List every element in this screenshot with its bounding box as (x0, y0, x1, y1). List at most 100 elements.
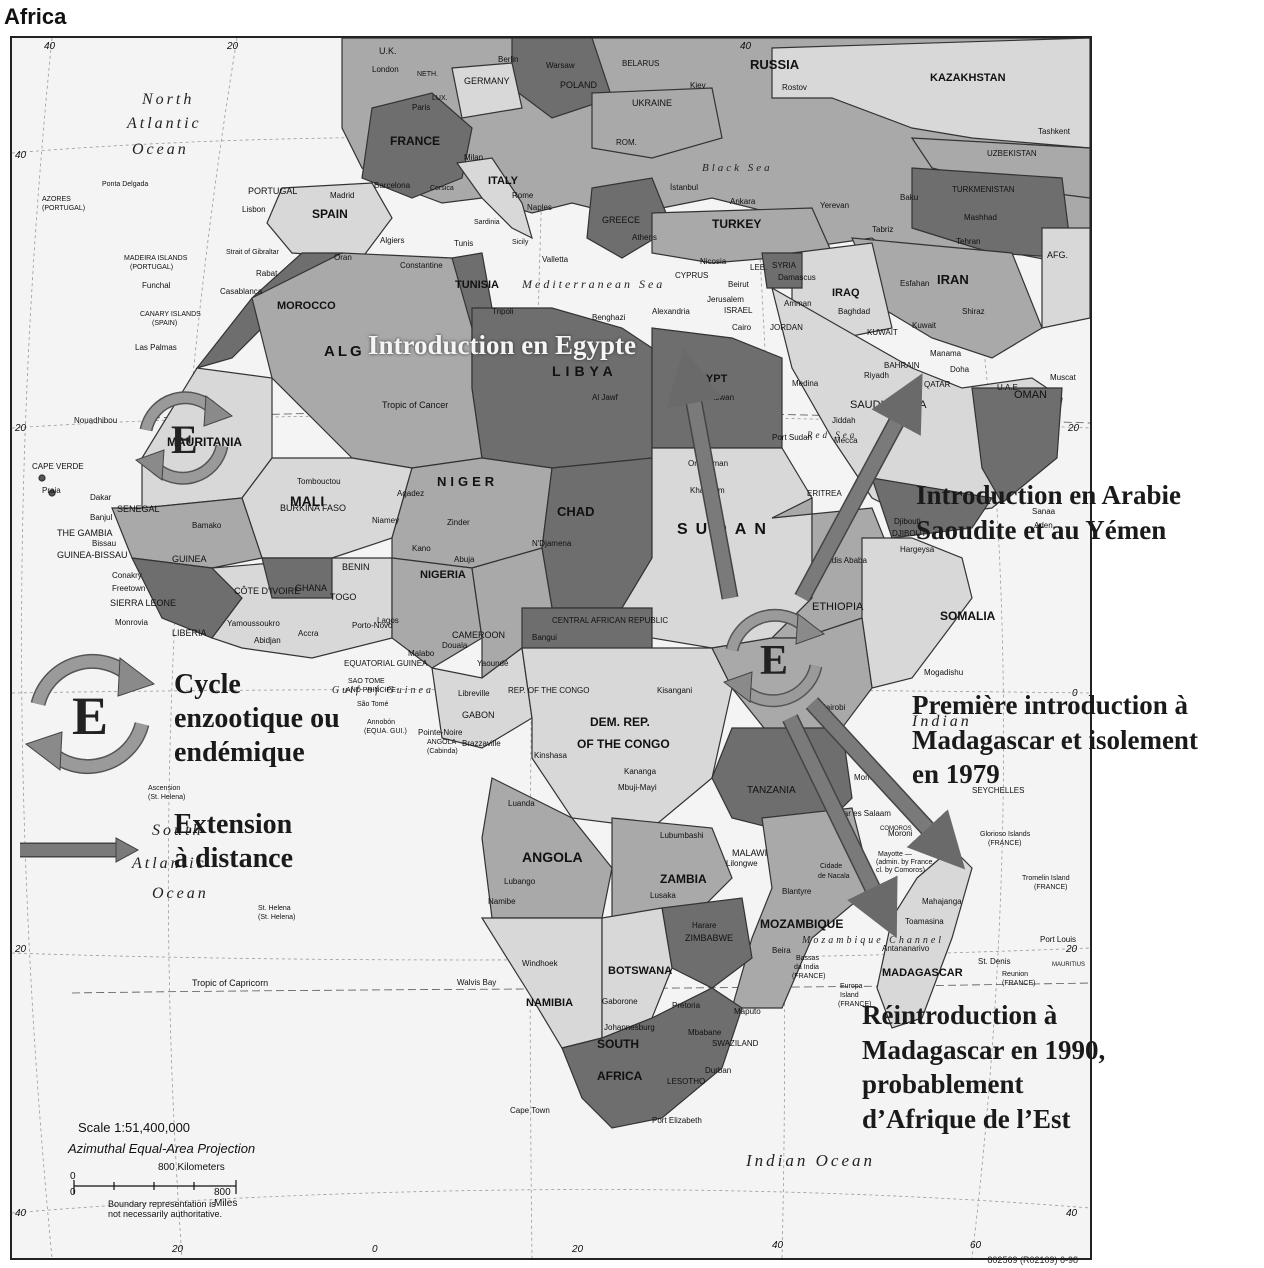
scale-zero-km: 0 (70, 1171, 76, 1182)
legend-cycle-line-1: Cycle (174, 669, 241, 700)
city-paris: Paris (412, 103, 430, 112)
island-cabinda-2: (Cabinda) (427, 748, 458, 755)
label-tanzania: TANZANIA (747, 785, 796, 796)
label-zambia: ZAMBIA (660, 872, 707, 886)
eurasia-landmass (266, 38, 1090, 359)
city-port-elizabeth: Port Elizabeth (652, 1116, 702, 1125)
city-madrid: Madrid (330, 191, 354, 200)
grat-bot-60: 60 (970, 1240, 982, 1251)
island-azores-2: (PORTUGAL) (42, 205, 85, 212)
island-europa-2: Island (840, 992, 859, 999)
city-johannesburg: Johannesburg (604, 1023, 655, 1032)
scale-mi-label: 800 Miles (214, 1187, 238, 1209)
ocean-north-atlantic-3: Ocean (132, 141, 189, 158)
city-ndjamena: N'Djamena (532, 539, 572, 548)
island-cidade-1: Cidade (820, 863, 842, 870)
city-lubumbashi: Lubumbashi (660, 831, 704, 840)
legend-cycle-text: Cycle enzootique ou endémique (174, 668, 340, 770)
legend-extension-line-2: à distance (174, 843, 293, 875)
city-nicosia: Nicosia (700, 257, 727, 266)
city-monrovia: Monrovia (115, 618, 148, 627)
grat-top-20w: 20 (226, 41, 239, 52)
city-douala: Douala (442, 641, 468, 650)
ocean-north-atlantic-2: Atlantic (126, 115, 202, 132)
legend-cycle-symbol: E (24, 653, 156, 775)
city-baku: Baku (900, 193, 918, 202)
spread-arrows (666, 347, 966, 939)
label-uzbekistan: UZBEKISTAN (987, 149, 1037, 158)
sea-mediterranean: Mediterranean Sea (521, 277, 665, 291)
city-harare: Harare (692, 921, 717, 930)
annotation-madagascar-second-line-3: probablement (862, 1069, 1024, 1100)
annotation-madagascar-second-line-2: Madagascar en 1990, (862, 1034, 1106, 1065)
island-tromelin-2: (FRANCE) (1034, 884, 1067, 891)
city-lilongwe: Lilongwe (726, 859, 758, 868)
country-labels: MOROCCO ALG TUNISIA LIBYA EGYPT SUDAN CH… (32, 46, 1085, 1086)
label-togo: TOGO (330, 592, 356, 602)
city-accra: Accra (298, 629, 319, 638)
city-pointe-noire: Pointe-Noire (418, 728, 463, 737)
label-germany: GERMANY (464, 76, 510, 86)
ocean-south-atlantic-1: South (152, 822, 203, 839)
city-tripoli: Tripoli (492, 307, 514, 316)
label-sierra-leone: SIERRA LEONE (110, 598, 176, 608)
city-djibouti: Djibouti (894, 517, 921, 526)
island-st-helena-1: St. Helena (258, 905, 291, 912)
label-algeria: ALG (324, 343, 365, 360)
label-guinea: GUINEA (172, 554, 207, 564)
city-bamako: Bamako (192, 521, 222, 530)
city-luanda: Luanda (508, 799, 535, 808)
city-alexandria: Alexandria (652, 307, 690, 316)
label-seychelles: SEYCHELLES (972, 786, 1024, 795)
graticule-labels: 40 20 40 40 20 20 40 20 0 20 40 60 20 0 … (14, 41, 1080, 1255)
label-turkey: TURKEY (712, 217, 761, 231)
city-london: London (372, 65, 399, 74)
label-russia: RUSSIA (750, 57, 800, 72)
city-moroni: Moroni (888, 829, 913, 838)
city-valletta: Valletta (542, 255, 569, 264)
label-south-africa-2: AFRICA (597, 1069, 643, 1083)
city-berlin: Berlin (498, 55, 518, 64)
label-greece: GREECE (602, 215, 640, 225)
label-guinea-bissau: GUINEA-BISSAU (57, 550, 128, 560)
city-praia: Praia (42, 486, 61, 495)
label-madagascar: MADAGASCAR (882, 967, 963, 979)
label-italy: ITALY (488, 175, 519, 187)
city-toamasina: Toamasina (905, 917, 944, 926)
annotation-arabia-line-1: Introduction en Arabie (916, 480, 1182, 510)
scale-block: Scale 1:51,400,000 Azimuthal Equal-Area … (68, 1120, 255, 1219)
label-gambia: THE GAMBIA (57, 528, 113, 538)
label-mali: MALI (290, 493, 324, 509)
label-namibia: NAMIBIA (526, 997, 573, 1009)
legend-cycle-letter: E (72, 686, 108, 746)
city-benghazi: Benghazi (592, 313, 626, 322)
ocean-south-atlantic-3: Ocean (152, 885, 209, 902)
city-kinshasa: Kinshasa (534, 751, 567, 760)
city-st-denis: St. Denis (978, 957, 1010, 966)
label-belarus: BELARUS (622, 59, 659, 68)
city-aden: Aden (1034, 521, 1053, 530)
grat-left-40: 40 (15, 150, 27, 161)
label-france: FRANCE (390, 134, 440, 148)
city-gaborone: Gaborone (602, 997, 638, 1006)
city-nairobi: Nairobi (820, 703, 846, 712)
city-nouadhibou: Nouadhibou (74, 416, 117, 425)
city-damascus: Damascus (778, 273, 816, 282)
city-porto-novo: Porto-Novo (352, 621, 393, 630)
city-baghdad: Baghdad (838, 307, 870, 316)
sea-gulf-guinea: Gulf of Guinea (332, 685, 434, 696)
annotation-madagascar-first-line-3: en 1979 (912, 759, 1000, 790)
label-somalia: SOMALIA (940, 609, 996, 623)
island-canary-1: CANARY ISLANDS (140, 311, 201, 318)
grat-bot-20e: 20 (571, 1244, 584, 1255)
city-jerusalem: Jerusalem (707, 295, 744, 304)
city-tombouctou: Tombouctou (297, 477, 341, 486)
city-riyadh: Riyadh (864, 371, 889, 380)
city-warsaw: Warsaw (546, 61, 575, 70)
city-lagos: Lagos (377, 616, 399, 625)
city-yerevan: Yerevan (820, 201, 849, 210)
label-jordan: JORDAN (770, 323, 803, 332)
island-reunion-2: (FRANCE) (1002, 980, 1035, 987)
city-al-jawf: Al Jawf (592, 393, 619, 402)
city-manama: Manama (930, 349, 962, 358)
